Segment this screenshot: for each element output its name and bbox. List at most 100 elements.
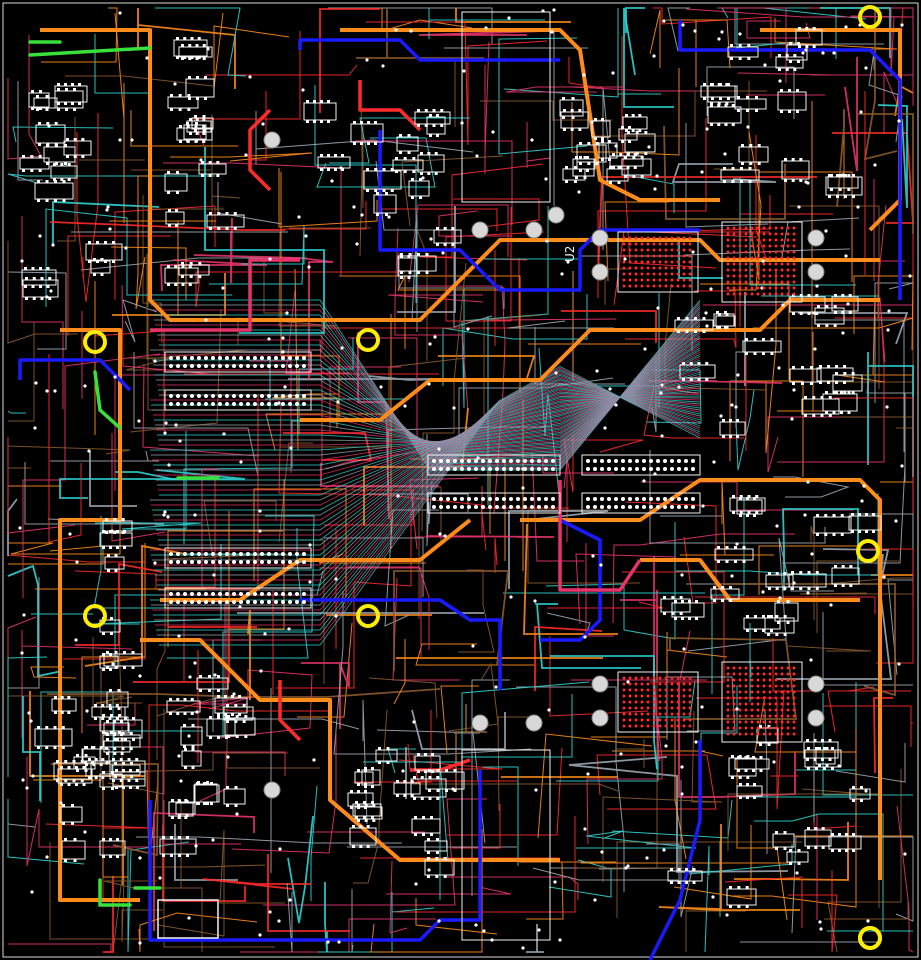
via [738,32,742,36]
bga-ball [670,700,674,704]
bga-ball [664,254,668,258]
smd-pad [46,267,50,270]
via [700,705,704,709]
smd-pad [775,847,778,850]
signal-trace [33,779,128,878]
via [355,242,359,246]
via [336,400,340,404]
bga-ball [774,726,778,730]
smd-pad [792,294,795,297]
smd-pad [807,294,811,297]
signal-trace [40,691,114,803]
bga-ball [628,718,632,722]
connector-pin [274,592,278,596]
smd-pad [431,753,434,756]
signal-trace [497,716,536,812]
bga-ball [682,694,686,698]
bga-ball [640,724,644,728]
connector-pin [211,600,215,604]
signal-trace [22,696,41,801]
via [537,928,541,932]
via [74,638,78,642]
bga-ball [664,236,668,240]
smd-pad [400,276,403,279]
via [427,382,431,386]
bga-ball [780,678,784,682]
via [195,710,199,714]
smd-pad [81,155,85,158]
component-footprint [54,83,88,105]
via [235,812,239,816]
via [199,158,203,162]
via [222,432,226,436]
bga-ball [768,232,772,236]
connector-pin [607,459,611,463]
connector-pin [239,560,243,564]
smd-pad [408,253,412,256]
bga-ball [768,274,772,278]
signal-trace [754,695,856,753]
smd-pad [67,163,71,166]
via [544,177,548,181]
signal-trace [278,403,487,551]
via [566,260,570,264]
signal-trace [814,319,905,452]
smd-pad [226,704,229,707]
signal-trace [133,352,259,477]
connector-pin [691,459,695,463]
bga-ball [774,732,778,736]
smd-pad [434,152,438,155]
smd-pad [807,312,811,315]
smd-pad [685,330,689,333]
smd-pad [217,675,220,678]
smd-pad [775,587,779,590]
smd-pad [217,713,220,716]
component-footprint [214,695,248,716]
smd-pad [104,260,107,263]
bga-ball [738,690,742,694]
smd-pad [753,338,757,341]
connector-pin [551,467,555,471]
smd-pad [194,140,198,143]
bga-ball [732,726,736,730]
smd-pad [789,849,792,852]
component-footprint [113,717,143,741]
via [244,153,248,157]
bga-ball [744,696,748,700]
smd-pad [32,297,36,300]
bga-ball [756,708,760,712]
connector-pin [197,356,201,360]
bga-ball [768,726,772,730]
smd-pad [812,45,816,48]
component-footprint [106,689,129,710]
bga-ball [726,226,730,230]
component-footprint [714,546,754,563]
smd-pad [202,44,206,47]
smd-pad [793,68,797,71]
connector-pin [225,394,229,398]
smd-pad [374,142,377,145]
bga-ball [756,262,760,266]
component-footprint [591,118,611,140]
bga-ball [628,236,632,240]
bga-ball [652,688,656,692]
bga-ball [786,684,790,688]
bga-ball [640,278,644,282]
via [552,8,556,12]
signal-trace [563,459,568,542]
smd-pad [186,125,190,128]
connector-pin [656,467,660,471]
signal-trace [50,450,159,462]
smd-pad [81,138,85,141]
smd-pad [364,769,367,772]
smd-pad [378,747,381,750]
smd-pad [190,698,194,701]
via [409,29,413,33]
bga-ball [676,688,680,692]
smd-pad [812,396,816,399]
via [778,596,782,600]
smd-pad [203,802,206,805]
bga-ball [628,682,632,686]
signal-trace [537,733,653,839]
